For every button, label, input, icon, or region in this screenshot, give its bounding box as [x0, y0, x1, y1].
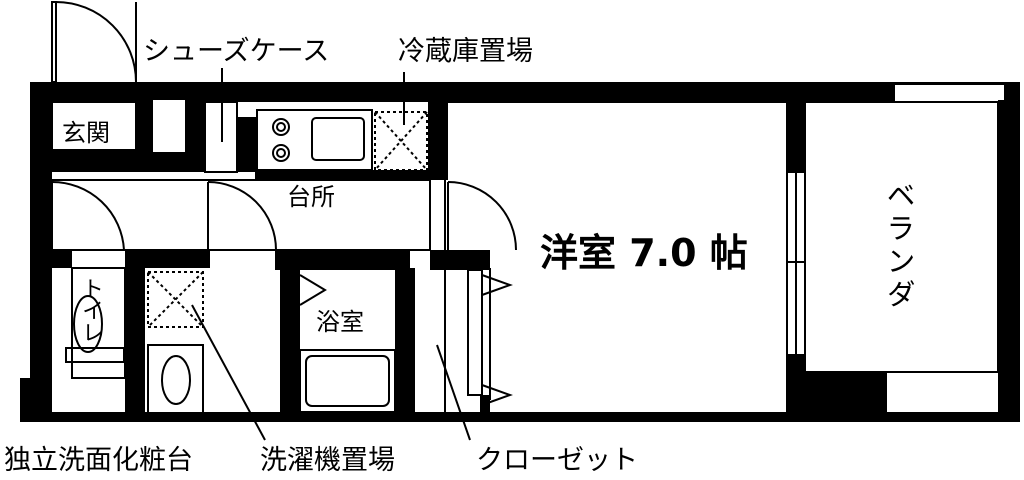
kitchen-label: 台所: [287, 183, 335, 211]
interior-walls: [52, 102, 490, 418]
kitchen-counter: [256, 109, 373, 171]
vanity: [147, 344, 204, 416]
washer-space: [147, 271, 204, 328]
bathtub: [299, 274, 396, 413]
entrance-door: [51, 1, 137, 83]
vanity-label: 独立洗面化粧台: [4, 445, 193, 476]
washer-space-label: 洗濯機置場: [260, 445, 395, 476]
entrance-label: 玄関: [62, 119, 110, 147]
fridge-space: [374, 111, 428, 171]
leader-lines: [191, 68, 471, 441]
closet: [467, 269, 513, 406]
fridge-space-label: 冷蔵庫置場: [398, 36, 533, 67]
shoe-case-label: シューズケース: [143, 36, 330, 67]
closet-label: クローゼット: [476, 445, 638, 476]
toilet-label: トイレ: [78, 277, 103, 343]
toilet: [65, 267, 126, 379]
window: [786, 171, 806, 356]
balcony-label: ベランダ: [882, 180, 916, 312]
exterior-walls: [20, 82, 1020, 422]
interior-doors: [51, 180, 517, 251]
western-room-label: 洋室 7.0 帖: [540, 231, 748, 275]
bathroom-label: 浴室: [316, 308, 364, 336]
